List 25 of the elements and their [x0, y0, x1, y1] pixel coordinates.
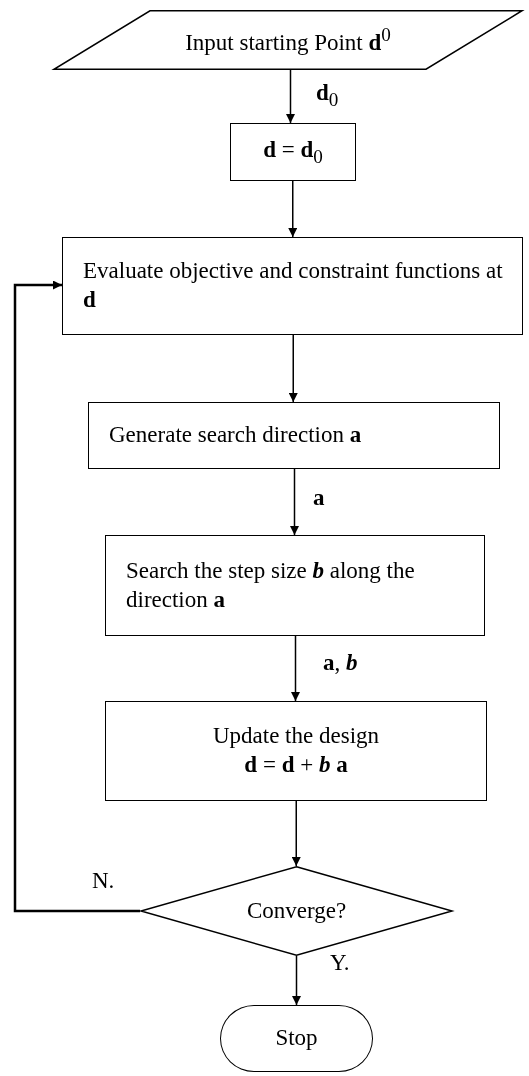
node-text: Stop [275, 1024, 318, 1053]
process-box [105, 535, 485, 636]
arrow [290, 468, 299, 536]
arrow [291, 635, 300, 702]
edge-label: a, b [323, 650, 358, 676]
edge-label: d$_{0}$ [316, 80, 339, 111]
node-text: Search the step size b along the direction a [126, 556, 416, 614]
arrow [13, 280, 140, 913]
process-box [230, 123, 356, 181]
edge-label: Y. [330, 950, 350, 976]
node-text: d = d + b a [244, 751, 348, 779]
node-text: d = d$_{0}$ [263, 135, 323, 169]
node-text: Update the design [212, 722, 380, 751]
node-text: Evaluate objective and constraint functions at d [83, 257, 504, 314]
process-box [88, 402, 500, 469]
edge-label: a [313, 485, 325, 511]
process-box [62, 237, 523, 335]
arrow [286, 69, 295, 124]
edge-label: N. [92, 868, 115, 894]
arrow [288, 180, 298, 238]
arrow [288, 334, 298, 403]
arrow [292, 955, 301, 1006]
arrow [291, 800, 301, 867]
process-box [105, 701, 487, 801]
node-text: Generate search direction a [109, 421, 362, 450]
